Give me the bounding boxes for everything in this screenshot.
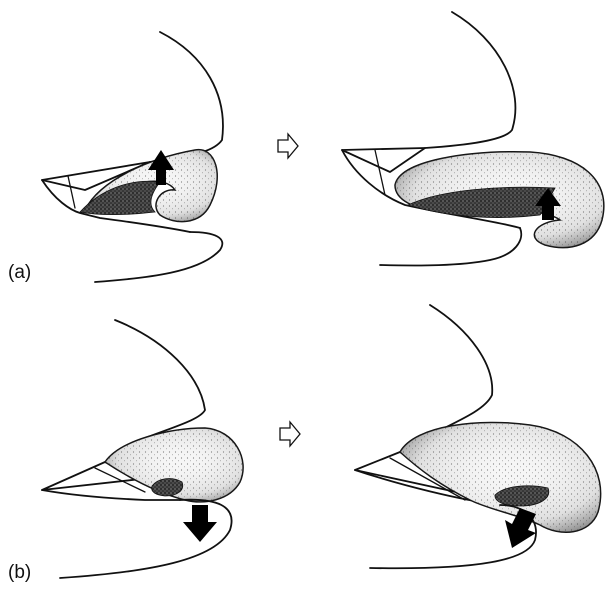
lower-body-outline [95, 232, 222, 282]
upper-body-outline [425, 12, 515, 148]
panel-label-b: (b) [8, 562, 31, 584]
panel-a-left [42, 32, 223, 282]
transition-arrow-icon [278, 134, 298, 158]
upper-body-outline [115, 320, 205, 440]
upper-body-outline [420, 305, 492, 440]
downward-arrow-icon [183, 505, 217, 542]
panel-b-right [355, 305, 601, 568]
lower-body-outline [380, 228, 521, 265]
panel-label-a: (a) [8, 262, 31, 284]
upper-body-outline [150, 32, 223, 162]
panel-b-left [42, 320, 243, 578]
transition-arrow-icon [280, 422, 300, 446]
panel-a-right [342, 12, 604, 265]
blade-inner-line [68, 176, 75, 208]
